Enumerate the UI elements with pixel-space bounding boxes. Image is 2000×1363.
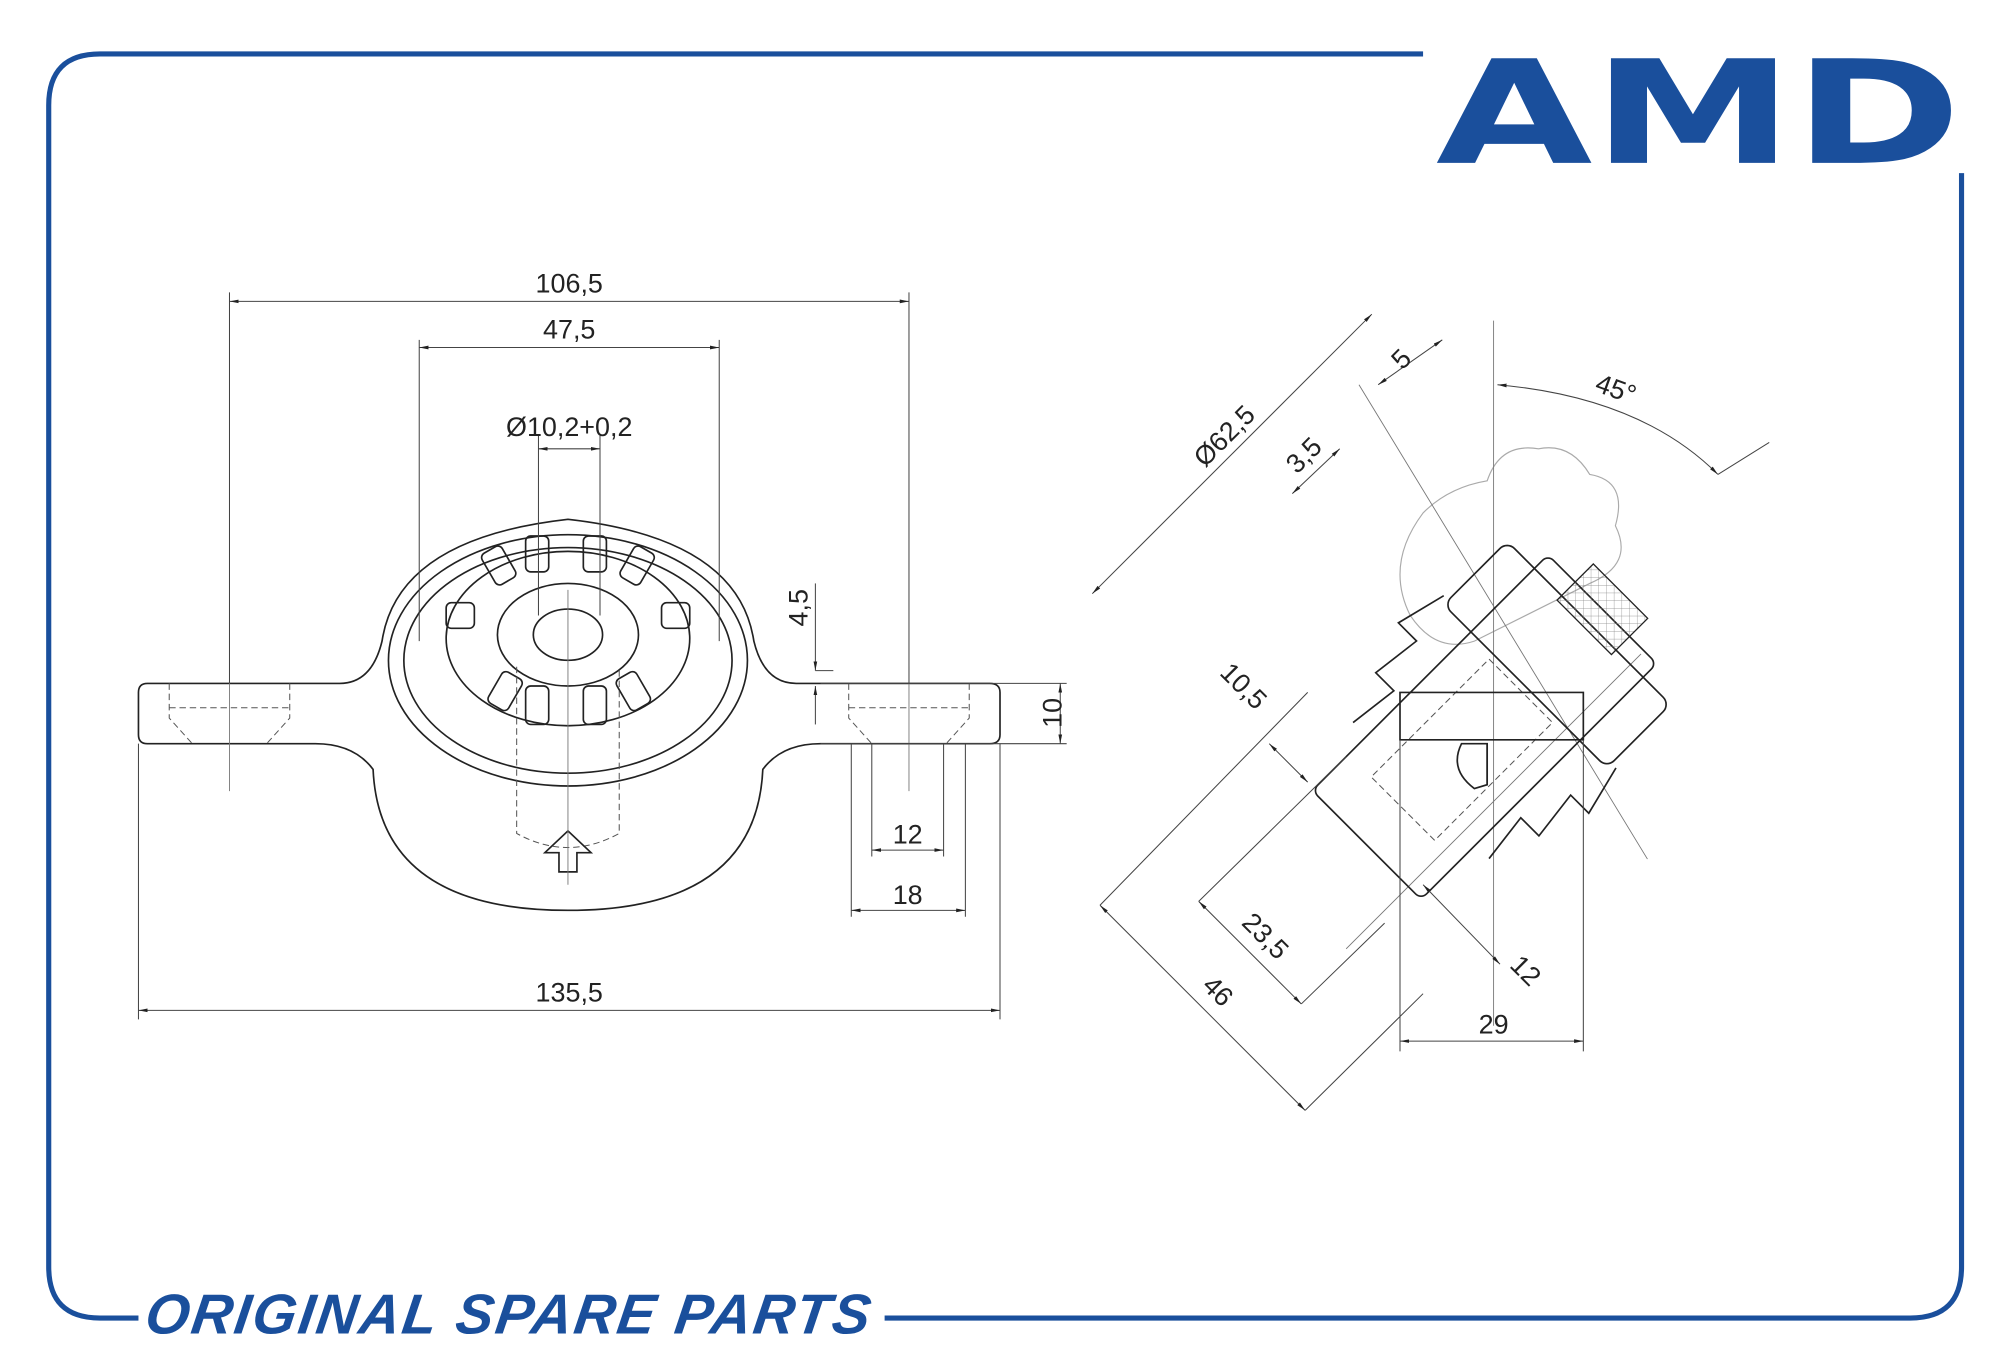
front-view <box>137 292 1067 1020</box>
dim-overall-width: 135,5 <box>536 977 603 1007</box>
tagline: ORIGINAL SPARE PARTS <box>142 1284 875 1347</box>
dim-46: 46 <box>1197 970 1239 1012</box>
dim-29: 29 <box>1479 1009 1509 1039</box>
dim-body-width: 47,5 <box>543 315 595 345</box>
dim-flange-offset: 4,5 <box>784 589 814 626</box>
dim-12: 12 <box>1504 949 1546 991</box>
dim-bore: Ø10,2+0,2 <box>506 412 632 442</box>
amd-logo: AMD <box>1436 30 1962 197</box>
dim-10-5: 10,5 <box>1214 657 1272 715</box>
dim-23-5: 23,5 <box>1236 907 1294 965</box>
dim-hole-inner: 12 <box>893 820 923 850</box>
dim-hole-outer: 18 <box>893 880 923 910</box>
spring-tabs <box>445 535 691 726</box>
border-frame <box>46 51 1965 1321</box>
dim-flange-thickness: 10 <box>1038 698 1068 728</box>
arrow-up-icon <box>542 829 594 873</box>
rotated-view <box>1091 313 1770 1111</box>
dim-5: 5 <box>1385 343 1417 375</box>
dim-3-5: 3,5 <box>1280 431 1328 479</box>
dim-bolt-span: 106,5 <box>536 268 603 298</box>
